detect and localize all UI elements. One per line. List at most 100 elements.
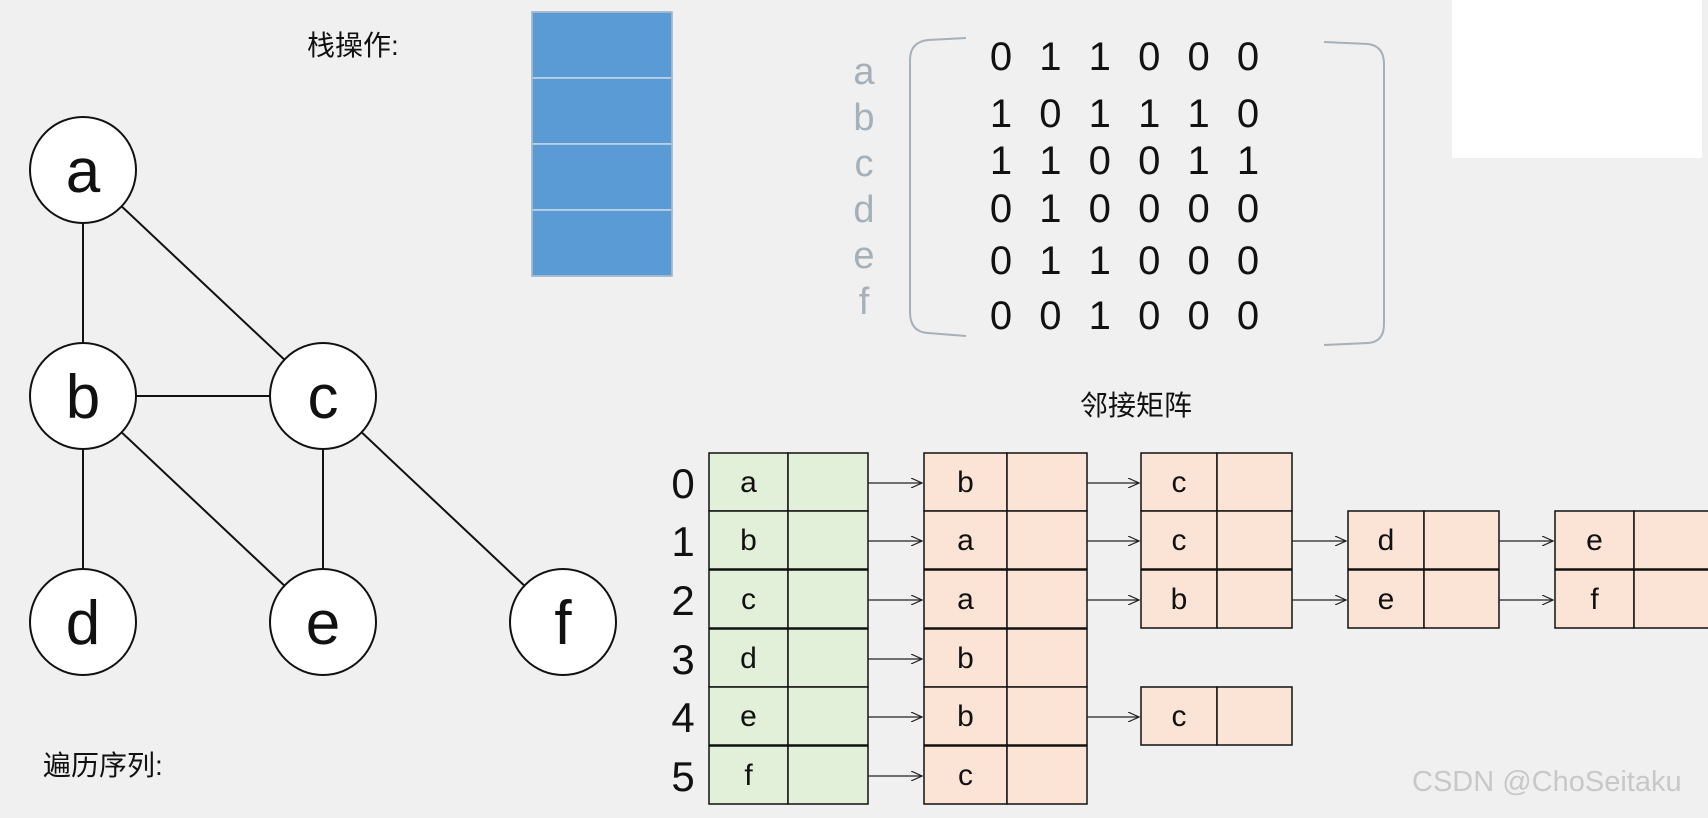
graph-node-f — [509, 568, 617, 676]
matrix-cell: 0 — [1138, 139, 1160, 183]
matrix-cell: 1 — [990, 139, 1012, 183]
matrix-cell: 1 — [1089, 239, 1111, 283]
matrix-cell: 0 — [1237, 92, 1259, 136]
matrix-cell: 0 — [1237, 35, 1259, 79]
matrix-cell: 0 — [1187, 187, 1209, 231]
head-pointer-cell — [787, 628, 869, 688]
list-node-pointer-cell — [1006, 569, 1088, 629]
matrix-row-label: f — [859, 281, 870, 323]
list-node-label: f — [1590, 583, 1599, 616]
matrix-cell: 0 — [990, 239, 1012, 283]
matrix-cell: 1 — [1039, 187, 1061, 231]
list-node-pointer-cell — [1423, 569, 1500, 629]
list-node-pointer-cell — [1216, 569, 1293, 629]
matrix-row-label: c — [855, 143, 874, 185]
graph-node-d — [29, 568, 137, 676]
watermark: CSDN @ChoSeitaku — [1412, 766, 1682, 798]
head-vertex-label: a — [740, 466, 757, 499]
list-node-pointer-cell — [1006, 510, 1088, 570]
list-node-pointer-cell — [1423, 510, 1500, 570]
graph-node-e — [269, 568, 377, 676]
matrix-cell: 0 — [1237, 239, 1259, 283]
list-node-label: b — [1171, 583, 1188, 616]
matrix-cell: 0 — [1187, 239, 1209, 283]
list-node-label: a — [957, 583, 974, 616]
list-node-vertex-cell — [1554, 510, 1635, 570]
list-node-label: c — [1172, 524, 1187, 557]
matrix-cell: 1 — [1187, 139, 1209, 183]
matrix-row-label: a — [853, 51, 875, 93]
list-node-label: d — [1378, 524, 1395, 557]
list-node-label: b — [957, 642, 974, 675]
list-node-vertex-cell — [923, 745, 1008, 805]
head-vertex-label: e — [740, 700, 757, 733]
list-node-pointer-cell — [1633, 510, 1708, 570]
list-node-vertex-cell — [1347, 510, 1425, 570]
matrix-cell: 1 — [1089, 294, 1111, 338]
edge-a-c — [82, 169, 324, 397]
matrix-cell: 1 — [1187, 92, 1209, 136]
matrix-cell: 1 — [990, 92, 1012, 136]
stack-slot — [531, 209, 673, 277]
stack-ops-label: 栈操作: — [307, 30, 399, 61]
head-pointer-cell — [787, 452, 869, 512]
matrix-row-label: b — [853, 97, 874, 139]
list-node-vertex-cell — [1140, 510, 1218, 570]
matrix-cell: 0 — [1039, 92, 1061, 136]
list-node-label: e — [1586, 524, 1603, 557]
matrix-cell: 1 — [1089, 35, 1111, 79]
list-index: 3 — [671, 636, 694, 683]
list-node-vertex-cell — [1554, 569, 1635, 629]
head-vertex-cell — [708, 569, 789, 629]
head-pointer-cell — [787, 686, 869, 746]
matrix-cell: 0 — [1089, 139, 1111, 183]
matrix-cell: 0 — [990, 187, 1012, 231]
list-node-pointer-cell — [1216, 452, 1293, 512]
graph-node-a — [29, 116, 137, 224]
matrix-row-label: e — [853, 235, 874, 277]
matrix-cell: 0 — [990, 35, 1012, 79]
list-node-label: c — [1172, 700, 1187, 733]
list-node-vertex-cell — [1140, 569, 1218, 629]
matrix-cell: 0 — [1138, 294, 1160, 338]
list-node-pointer-cell — [1006, 452, 1088, 512]
list-node-label: b — [957, 466, 974, 499]
edge-b-e — [82, 395, 324, 623]
list-node-vertex-cell — [923, 510, 1008, 570]
stack — [531, 11, 673, 277]
matrix-cell: 0 — [1089, 187, 1111, 231]
list-node-vertex-cell — [923, 686, 1008, 746]
matrix-cell: 0 — [1237, 187, 1259, 231]
edge-c-f — [322, 395, 564, 623]
head-vertex-label: b — [740, 524, 757, 557]
list-node-pointer-cell — [1633, 569, 1708, 629]
head-vertex-label: d — [740, 642, 757, 675]
matrix-cell: 0 — [1039, 294, 1061, 338]
graph-node-label-c: c — [308, 363, 339, 432]
matrix-cell: 1 — [1237, 139, 1259, 183]
list-node-label: e — [1378, 583, 1395, 616]
matrix-row-label: d — [853, 189, 874, 231]
list-node-label: c — [958, 759, 973, 792]
list-node-label: b — [957, 700, 974, 733]
graph-node-label-a: a — [66, 137, 101, 206]
stack-frame — [531, 11, 673, 277]
list-node-pointer-cell — [1006, 628, 1088, 688]
matrix-bracket-left — [909, 37, 967, 337]
head-vertex-label: f — [744, 759, 753, 792]
graph-node-b — [29, 342, 137, 450]
list-node-label: a — [957, 524, 974, 557]
stack-slot — [531, 143, 673, 211]
head-vertex-cell — [708, 510, 789, 570]
traversal-sequence-label: 遍历序列: — [43, 750, 163, 781]
head-pointer-cell — [787, 745, 869, 805]
adjacency-matrix-caption: 邻接矩阵 — [1080, 390, 1193, 421]
head-vertex-label: c — [741, 583, 756, 616]
list-node-vertex-cell — [923, 452, 1008, 512]
matrix-cell: 1 — [1138, 92, 1160, 136]
matrix-cell: 0 — [1138, 239, 1160, 283]
